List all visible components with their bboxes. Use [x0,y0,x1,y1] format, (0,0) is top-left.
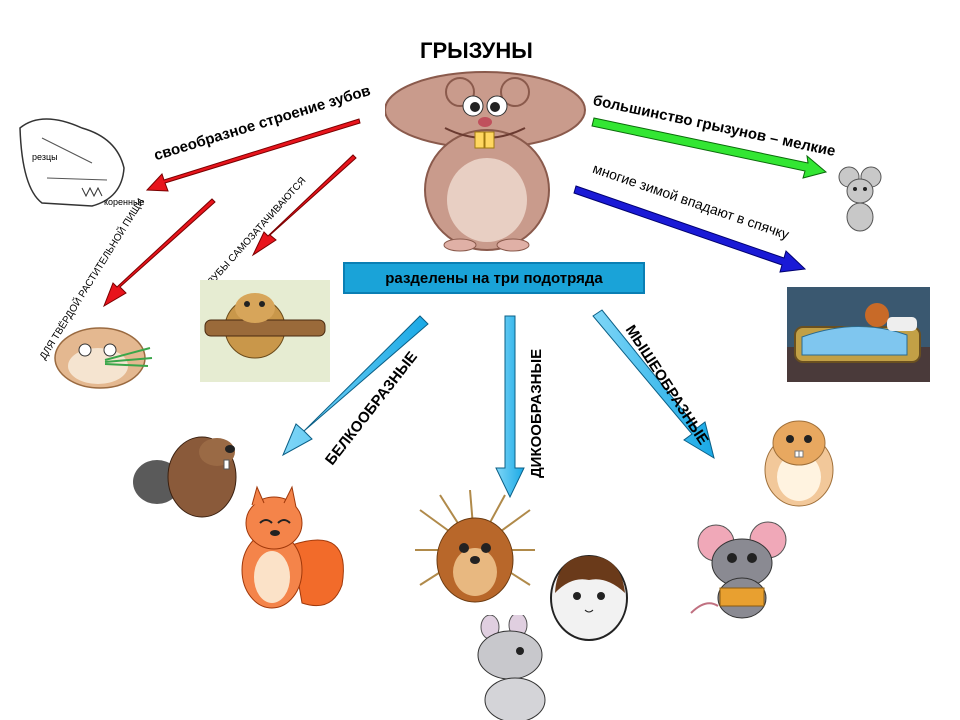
arrow-hystricomorpha [495,315,525,499]
waving-mouse-illustration [690,521,787,619]
skull-label-incisors: резцы [32,152,58,162]
porcupine-illustration [415,490,535,603]
arrow-hard-food [103,198,216,308]
sleeping-mouse-picture [787,287,930,382]
label-hystricomorpha: ДИКООБРАЗНЫЕ [528,348,545,478]
page-title: ГРЫЗУНЫ [420,38,533,63]
skull-teeth-drawing [19,118,125,207]
squirrel-illustration [241,485,344,609]
hamster-eating-grass-illustration [54,327,153,389]
chinchilla-illustration [477,615,546,720]
small-mouse-illustration [838,166,882,232]
beaver-with-log-picture [200,280,330,382]
central-hamster-illustration [385,71,586,252]
arrow-self-sharpening [251,154,357,257]
hamster-illustration [764,420,834,507]
skull-label-molars: коренные [104,197,145,207]
beaver-illustration [133,436,237,518]
arrow-hibernation [573,185,807,273]
arrow-most-small [591,117,828,179]
guinea-pig-illustration [550,555,628,641]
arrow-sciuromorpha [281,315,429,457]
suborders-banner: разделены на три подотряда [343,262,645,294]
arrow-teeth-structure [145,118,361,192]
arrow-myomorpha [592,309,715,460]
